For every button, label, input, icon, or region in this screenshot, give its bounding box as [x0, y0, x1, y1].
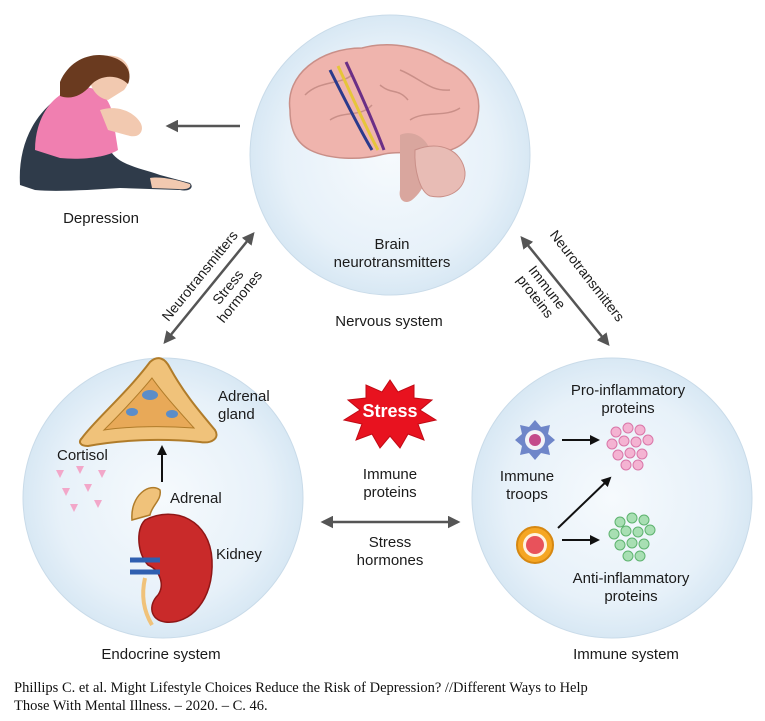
- depression-label: Depression: [63, 210, 139, 227]
- cortisol-molecules: [56, 466, 106, 512]
- adrenal-gland-label-line1: Adrenal: [218, 388, 270, 405]
- anti-inflammatory-label-line2: proteins: [604, 588, 658, 605]
- immune-troops-label-line1: Immune: [499, 468, 555, 485]
- brain-illustration: [288, 44, 480, 202]
- caption-line1: Phillips C. et al. Might Lifestyle Choic…: [14, 680, 588, 696]
- stress-burst: [342, 379, 438, 449]
- immune-troops-label-line2: troops: [506, 486, 548, 503]
- caption-line2: Those With Mental Illness. – 2020. – C. …: [14, 698, 268, 714]
- brain-label-line1: Brain: [374, 236, 410, 253]
- nervous-system-title: Nervous system: [335, 313, 443, 330]
- arrow-cell-to-pro: [557, 476, 612, 529]
- immune-system-title: Immune system: [573, 646, 679, 663]
- depressed-person-illustration: [19, 55, 192, 191]
- adrenal-label: Adrenal: [170, 490, 222, 507]
- stress-badge-label: Stress: [362, 401, 418, 421]
- endocrine-system-title: Endocrine system: [101, 646, 221, 663]
- immune-cell-orange: [516, 526, 554, 564]
- pro-inflammatory-label-line1: Pro-inflammatory: [570, 382, 686, 399]
- edge-bottom-bottom-line1: Stress: [368, 534, 412, 551]
- anti-inflammatory-proteins-cluster: [608, 512, 656, 562]
- edge-bottom-top-line2: proteins: [363, 484, 417, 501]
- kidney-illustration: [130, 487, 213, 627]
- arrow-nervous-immune: [520, 236, 610, 346]
- pro-inflammatory-proteins-cluster: [606, 422, 654, 471]
- kidney-label: Kidney: [216, 546, 262, 563]
- arrow-nervous-endocrine: [163, 232, 255, 344]
- brain-label-line2: neurotransmitters: [333, 254, 451, 271]
- immune-troops-cell: [515, 420, 555, 460]
- pro-inflammatory-label-line2: proteins: [601, 400, 655, 417]
- edge-bottom-bottom-line2: hormones: [356, 552, 424, 569]
- anti-inflammatory-label-line1: Anti-inflammatory: [572, 570, 690, 587]
- adrenal-gland-label-line2: gland: [218, 406, 255, 423]
- adrenal-gland-illustration: [79, 357, 218, 448]
- cortisol-label: Cortisol: [57, 447, 108, 464]
- edge-bottom-top-line1: Immune: [362, 466, 418, 483]
- citation-caption: Phillips C. et al. Might Lifestyle Choic…: [14, 679, 754, 715]
